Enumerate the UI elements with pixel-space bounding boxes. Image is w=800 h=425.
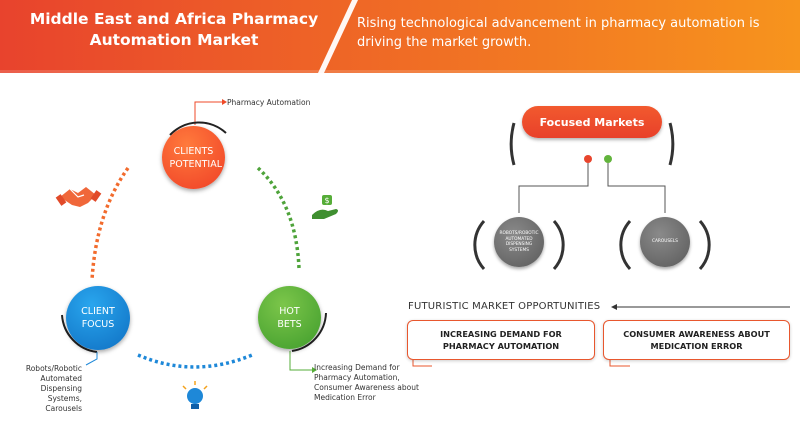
market-robotic-circle: ROBOTS/ROBOTIC AUTOMATED DISPENSING SYST… [494,217,544,267]
hot-bets-label: HOT BETS [277,305,302,330]
ring-robotic-left [473,220,486,270]
connector-left [518,163,589,213]
diagram-graphics: $ [55,99,790,409]
market-robotic-label: ROBOTS/ROBOTIC AUTOMATED DISPENSING SYST… [499,231,539,253]
clients-potential-annotation: Pharmacy Automation [227,98,311,107]
lightbulb-icon [182,381,208,409]
opportunity-awareness-label: CONSUMER AWARENESS ABOUT MEDICATION ERRO… [623,329,770,351]
connector-dot-right [604,155,612,163]
pill-bracket-right [668,122,675,166]
pill-bracket-left [509,122,516,166]
connector-dot-left [584,155,592,163]
ring-carousels-right [698,220,711,270]
arc-left [90,166,130,281]
page-subtitle: Rising technological advancement in phar… [357,16,760,50]
clients-connector [194,101,222,125]
money-hand-icon: $ [312,195,338,219]
handshake-icon [55,187,102,207]
svg-text:$: $ [324,196,329,205]
arc-right [256,166,301,269]
opportunity-box-demand: INCREASING DEMAND FOR PHARMACY AUTOMATIO… [407,320,595,360]
futuristic-title: FUTURISTIC MARKET OPPORTUNITIES [408,301,601,312]
page-title: Middle East and Africa Pharmacy Automati… [29,10,319,49]
connector-right [607,163,666,213]
header-banner: Middle East and Africa Pharmacy Automati… [0,0,800,73]
client-focus-node: CLIENT FOCUS [66,286,130,350]
client-focus-label: CLIENT FOCUS [81,306,115,330]
opportunity-demand-label: INCREASING DEMAND FOR PHARMACY AUTOMATIO… [440,329,562,351]
hot-bets-annotation: Increasing Demand for Pharmacy Automatio… [314,363,419,402]
market-carousels-circle: CAROUSELS [640,217,690,267]
client-focus-annotation: Robots/Robotic Automated Dispensing Syst… [25,364,82,413]
clients-potential-node: CLIENTS POTENTIAL [162,126,225,189]
arc-bottom [137,353,253,369]
ring-robotic-right [552,220,565,270]
header-background [0,0,800,73]
ring-hot-bets [291,312,327,352]
clients-potential-label: CLIENTS POTENTIAL [169,145,223,170]
hot-bets-node: HOT BETS [258,286,321,349]
ring-carousels-left [619,220,632,270]
ring-client-focus [61,314,98,353]
opportunity-box-awareness: CONSUMER AWARENESS ABOUT MEDICATION ERRO… [603,320,790,360]
market-carousels-label: CAROUSELS [651,239,679,245]
focused-markets-pill: Focused Markets [522,106,662,138]
